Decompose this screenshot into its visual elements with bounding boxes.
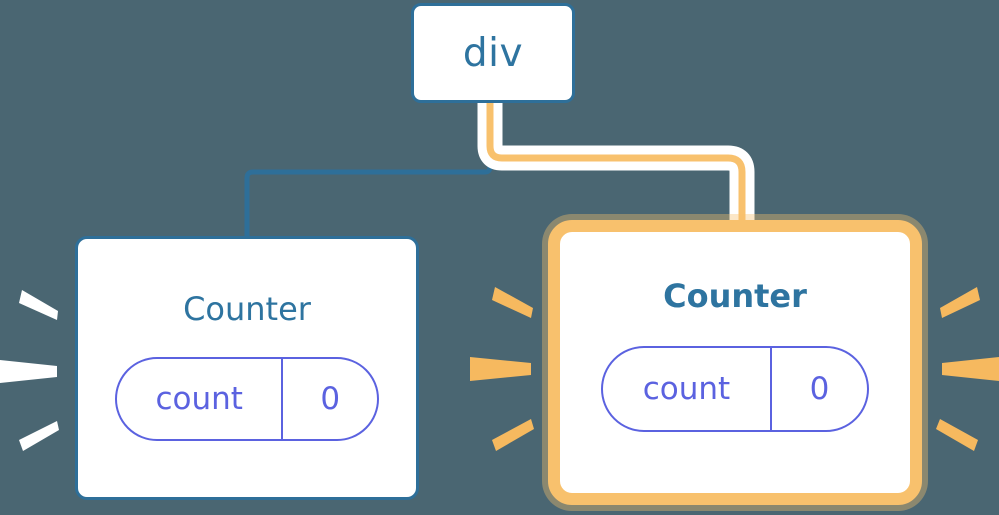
state-key: count xyxy=(603,348,772,430)
sparkle-ray xyxy=(0,360,57,383)
sparkle-ray xyxy=(492,419,534,451)
sparkle-ray xyxy=(940,287,980,318)
state-value: 0 xyxy=(809,370,830,407)
sparkle-ray xyxy=(942,357,999,381)
node-counter-right[interactable]: Counter count 0 xyxy=(548,220,922,505)
sparkle-ray xyxy=(19,290,58,320)
node-counter-right-title: Counter xyxy=(663,277,807,315)
edge-div-to-counter-left xyxy=(244,100,493,239)
sparkle-ray xyxy=(470,357,531,381)
state-pill-counter-right[interactable]: count 0 xyxy=(601,346,869,432)
sparkle-ray xyxy=(936,419,978,451)
node-counter-left[interactable]: Counter count 0 xyxy=(75,236,419,500)
sparkle-group-middle xyxy=(470,287,534,451)
state-value: 0 xyxy=(320,380,341,417)
sparkle-ray xyxy=(19,421,59,451)
sparkle-group-right xyxy=(936,287,999,451)
edge-div-to-counter-right-casing xyxy=(477,103,755,228)
node-div[interactable]: div xyxy=(411,3,575,103)
state-pill-counter-left[interactable]: count 0 xyxy=(115,357,379,441)
node-counter-left-title: Counter xyxy=(183,290,311,328)
state-key: count xyxy=(117,359,284,439)
sparkle-group-left xyxy=(0,290,59,451)
sparkle-ray xyxy=(492,287,533,318)
node-div-label: div xyxy=(462,30,524,76)
edge-div-to-counter-right xyxy=(486,103,746,228)
